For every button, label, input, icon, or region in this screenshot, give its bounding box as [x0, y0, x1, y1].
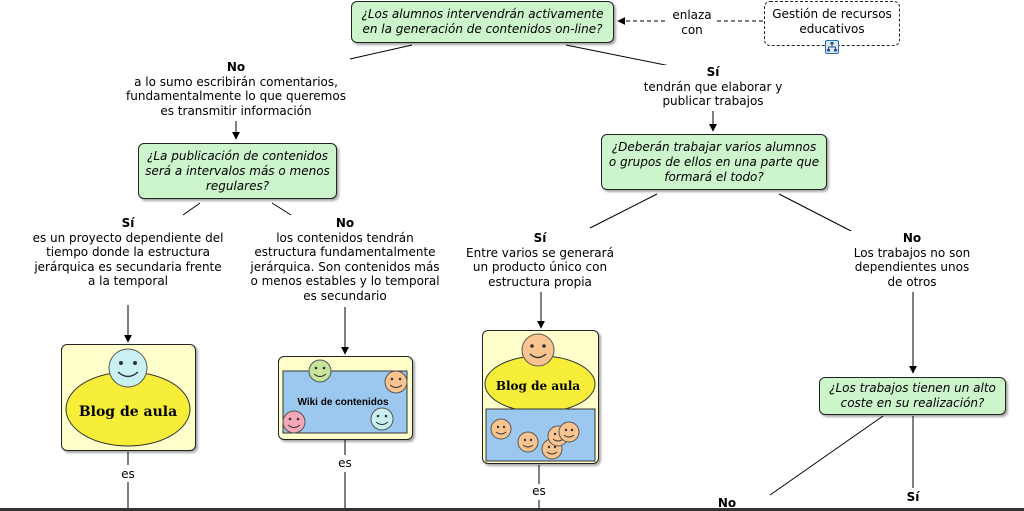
link-varios-si: [589, 193, 658, 229]
link-root-no: [349, 44, 413, 60]
smiley-face-icon: [517, 431, 539, 453]
label-si-blog-text: es un proyecto dependiente del tiempo do…: [32, 230, 224, 289]
label-si-group: Sí Entre varios se generará un producto …: [460, 231, 620, 289]
label-no-bottom-text: No: [717, 496, 737, 510]
label-si-right-text: tendrán que elaborar y publicar trabajos: [643, 79, 783, 109]
link-varios-no: [778, 193, 854, 233]
image-blog-de-aula-2[interactable]: Blog de aula: [482, 330, 599, 464]
blog-illustration-2: Blog de aula: [484, 333, 596, 462]
link-enlaza-text: enlaza con: [672, 8, 712, 37]
label-no-left-title: No: [226, 60, 246, 74]
smiley-face-icon: [521, 333, 555, 367]
label-no-wiki: No los contenidos tendrán estructura fun…: [250, 216, 440, 303]
link-es-1-text: es: [121, 467, 135, 481]
label-si-group-title: Sí: [533, 231, 547, 245]
wiki-illustration: Wiki de contenidos: [282, 359, 408, 434]
link-es-3: es: [525, 484, 553, 499]
link-pub-si: [182, 202, 201, 216]
label-si-bottom: Sí: [898, 490, 928, 505]
image-blog-de-aula-1[interactable]: Blog de aula: [61, 344, 196, 451]
label-no-wiki-title: No: [335, 216, 355, 230]
concept-resource-text: Gestión de recursos educativos: [772, 6, 892, 36]
label-si-blog-title: Sí: [121, 216, 135, 230]
label-no-indep-title: No: [902, 231, 922, 245]
link-enlaza: enlaza con: [668, 8, 716, 38]
smiley-face-icon: [490, 418, 512, 440]
label-no-wiki-text: los contenidos tendrán estructura fundam…: [250, 230, 440, 303]
bottom-edge-rule: [0, 508, 1024, 511]
smiley-face-icon: [308, 359, 332, 383]
label-si-bottom-text: Sí: [906, 490, 920, 504]
wiki-label: Wiki de contenidos: [297, 397, 388, 408]
concept-publicacion-text: ¿La publicación de contenidos será a int…: [145, 148, 330, 193]
link-es-2: es: [331, 456, 359, 471]
label-no-left: No a lo sumo escribirán comentarios, fun…: [118, 60, 354, 118]
link-root-si: [565, 44, 681, 69]
smiley-face-icon: [370, 407, 394, 431]
label-no-indep: No Los trabajos no son dependientes unos…: [848, 231, 976, 289]
link-es-1: es: [114, 467, 142, 482]
label-no-left-text: a lo sumo escribirán comentarios, fundam…: [126, 74, 346, 118]
concept-varios-alumnos-text: ¿Deberán trabajar varios alumnos o grupo…: [608, 139, 820, 184]
concept-root-text: ¿Los alumnos intervendrán activamente en…: [361, 7, 604, 36]
smiley-face-icon: [108, 348, 148, 388]
blog1-label: Blog de aula: [79, 404, 177, 420]
concept-publicacion[interactable]: ¿La publicación de contenidos será a int…: [138, 143, 337, 199]
smiley-face-icon: [384, 370, 408, 394]
label-no-indep-text: Los trabajos no son dependientes unos de…: [853, 245, 971, 289]
label-si-right: Sí tendrán que elaborar y publicar traba…: [640, 65, 786, 109]
blog-illustration-1: Blog de aula: [65, 348, 191, 447]
sitemap-glyph: [827, 42, 837, 52]
concept-resource[interactable]: Gestión de recursos educativos: [764, 1, 900, 46]
blog2-label: Blog de aula: [496, 379, 581, 393]
concept-varios-alumnos[interactable]: ¿Deberán trabajar varios alumnos o grupo…: [601, 134, 827, 190]
concept-coste[interactable]: ¿Los trabajos tienen un alto coste en su…: [819, 377, 1006, 415]
concept-coste-text: ¿Los trabajos tienen un alto coste en su…: [829, 381, 996, 410]
link-pub-no: [271, 202, 292, 216]
concept-root[interactable]: ¿Los alumnos intervendrán activamente en…: [351, 1, 614, 43]
smiley-face-icon: [282, 410, 306, 434]
link-es-3-text: es: [532, 484, 546, 498]
label-si-right-title: Sí: [706, 65, 720, 79]
link-es-2-text: es: [338, 456, 352, 470]
label-si-group-text: Entre varios se generará un producto úni…: [466, 245, 614, 289]
label-no-bottom: No: [712, 496, 742, 511]
image-wiki-de-contenidos[interactable]: Wiki de contenidos: [278, 356, 413, 440]
link-coste-no: [769, 415, 884, 496]
smiley-face-icon: [558, 421, 580, 443]
sitemap-icon[interactable]: [825, 40, 839, 54]
label-si-blog: Sí es un proyecto dependiente del tiempo…: [30, 216, 226, 289]
